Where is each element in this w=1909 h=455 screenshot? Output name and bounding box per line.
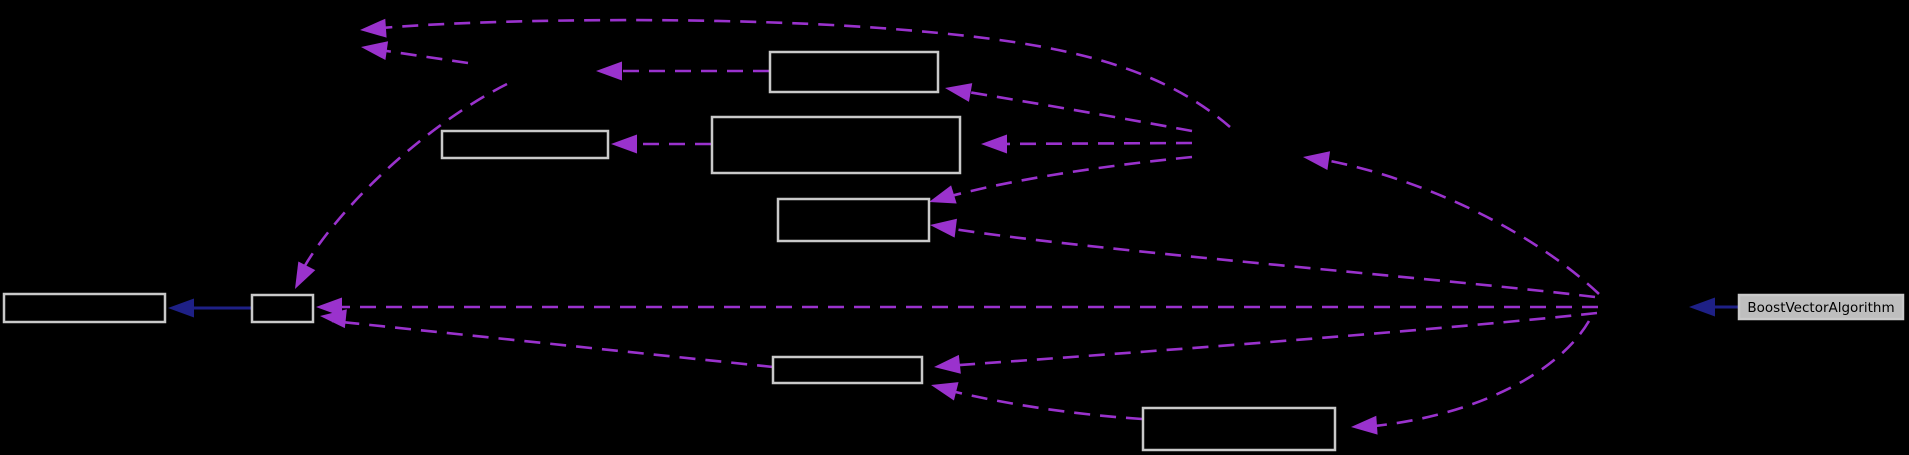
arrowhead-icon	[295, 261, 316, 289]
arrowhead-icon	[320, 309, 347, 329]
edge-usage-lower-middle-to-small	[331, 319, 774, 369]
class-node-mid-large[interactable]	[710, 115, 962, 175]
arrowhead-icon	[931, 382, 959, 401]
class-node-small[interactable]	[250, 293, 315, 324]
arrowhead-icon	[945, 83, 973, 102]
edge-usage-base-to-junction	[1313, 156, 1600, 295]
edge-usage-over-the-top	[370, 18, 1231, 128]
arrowhead-icon	[360, 18, 387, 38]
class-node-lower-middle[interactable]	[771, 355, 924, 385]
edge-usage-curve-to-small-top	[296, 82, 508, 279]
edge-usage-base-to-bottom	[1362, 320, 1591, 429]
arrowhead-icon	[611, 134, 637, 154]
class-node-boostvectoralgorithm[interactable]	[1737, 293, 1905, 321]
arrowhead-icon	[1351, 415, 1378, 435]
class-node-far-left[interactable]	[2, 292, 167, 324]
arrowhead-icon	[981, 134, 1007, 154]
edge-usage-upper-left-diagonal	[372, 47, 469, 65]
arrowhead-icon	[930, 218, 957, 238]
edge-usage-base-to-lower-middle	[944, 311, 1598, 368]
class-node-top[interactable]	[768, 50, 940, 94]
arrowhead-icon	[316, 297, 342, 317]
class-node-middle[interactable]	[776, 197, 931, 243]
arrowhead-icon	[1303, 151, 1331, 171]
class-node-bottom[interactable]	[1141, 406, 1337, 452]
edge-usage-junction-to-top	[955, 88, 1193, 133]
arrowhead-icon	[1689, 297, 1715, 317]
class-node-mid-left[interactable]	[440, 129, 610, 160]
arrowhead-icon	[934, 354, 961, 374]
arrowhead-icon	[929, 185, 957, 204]
arrowhead-icon	[361, 41, 389, 61]
edge-usage-junction-to-mid-large	[991, 141, 1193, 146]
edge-usage-base-to-middle	[940, 225, 1596, 299]
edge-usage-junction-to-middle	[939, 155, 1193, 201]
class-node-boostvectoralgorithm-label: BoostVectorAlgorithm	[1747, 300, 1894, 316]
arrowhead-icon	[168, 298, 194, 318]
arrowhead-icon	[596, 61, 622, 81]
edge-usage-bottom-to-lower-middle	[942, 387, 1143, 421]
